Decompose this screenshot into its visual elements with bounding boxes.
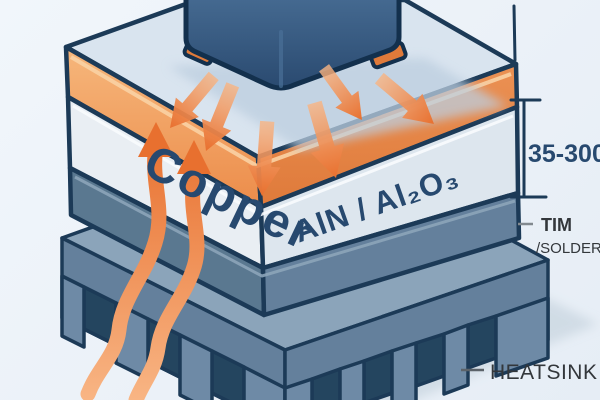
thickness-label: 35-300 μ [528, 140, 600, 168]
heat-ribbon-right [128, 172, 205, 400]
arrow-down-center [247, 120, 281, 196]
heat-ribbon-left [80, 138, 167, 400]
tim-label: TIM [541, 215, 572, 235]
arrow-down-right-1 [307, 100, 345, 178]
chip-body [183, 0, 402, 91]
dimension-bracket [509, 4, 548, 199]
arrow-down-left-1 [170, 71, 219, 128]
heat-spread-arrows [170, 64, 434, 196]
arrow-down-right-3 [374, 72, 434, 124]
heat-rise-ribbons [80, 122, 211, 400]
heatsink-right-fins [283, 296, 550, 400]
corner-leader-line [512, 4, 517, 62]
arrow-down-right-2 [319, 64, 362, 120]
solder-label: /SOLDER [536, 240, 600, 257]
chip-shadow [168, 58, 508, 150]
tim-top-highlight [74, 175, 516, 278]
arrow-down-left-2 [202, 82, 240, 151]
heat-ribbon-right-arrowhead [177, 140, 211, 174]
chip [182, 0, 408, 91]
ceramic-top-highlight [72, 104, 514, 217]
tim-layer-right [260, 190, 522, 318]
heat-ribbon-left-arrowhead [138, 122, 174, 157]
heatsink-label: HEATSINK [490, 361, 597, 384]
